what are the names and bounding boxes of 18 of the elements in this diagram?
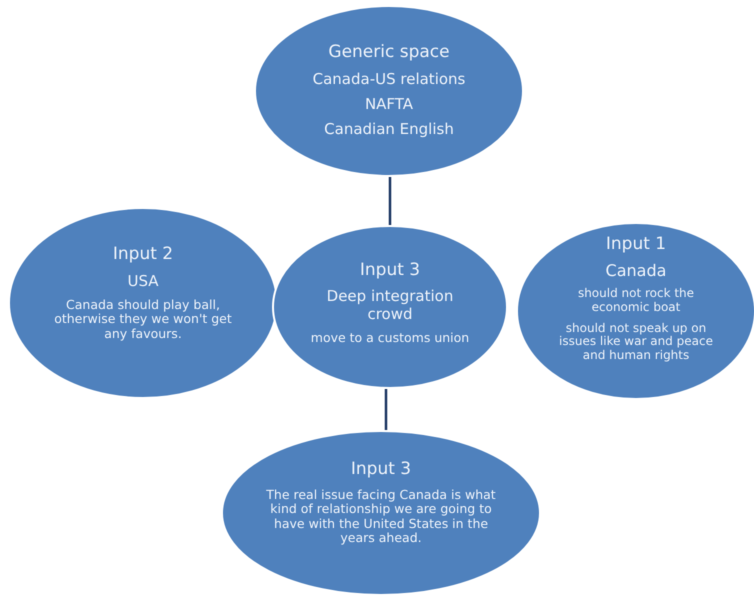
subheading: Canada-US relations [312, 70, 466, 88]
connector-line [388, 177, 392, 225]
subheading: Canada [606, 262, 666, 280]
heading: Input 3 [350, 460, 412, 480]
heading: Generic space [328, 43, 450, 63]
body-text: Canadian English [324, 121, 454, 139]
subheading: Deep integration crowd [326, 288, 454, 323]
subheading: USA [127, 272, 159, 290]
body-text: Canada should play ball, otherwise they we won't get any favours. [53, 298, 233, 341]
body-text: NAFTA [364, 96, 414, 114]
heading: Input 2 [112, 245, 174, 265]
body-text: move to a customs union [310, 330, 470, 346]
body-text: should not rock the economic boat [576, 286, 696, 315]
body-text: The real issue facing Canada is what kind of relationship we are going to have with the United States in the years ahead. [266, 488, 496, 546]
body-text: should not speak up on issues like war and peace and human rights [558, 322, 714, 363]
heading: Input 1 [606, 235, 666, 255]
heading: Input 3 [360, 260, 420, 280]
connector-line [384, 389, 388, 430]
